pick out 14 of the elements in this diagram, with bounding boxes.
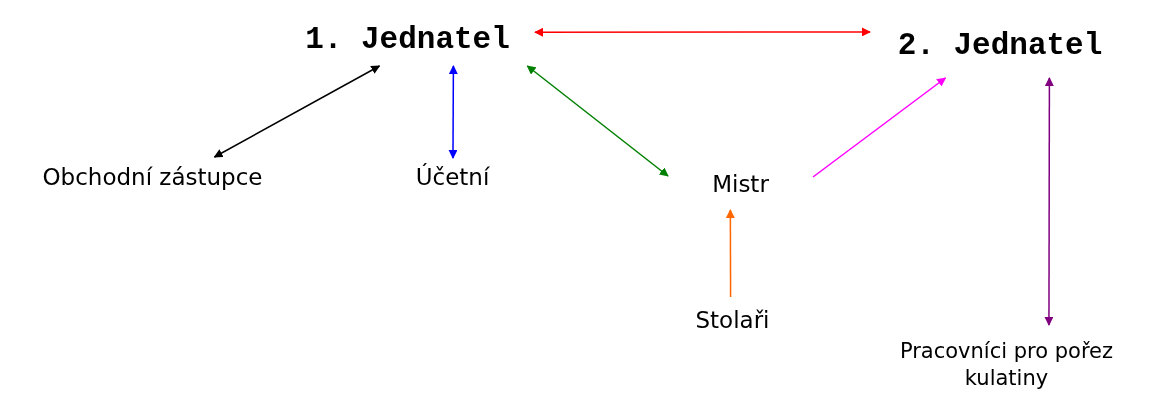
role-label: Účetní bbox=[415, 163, 490, 193]
role-label: Mistr bbox=[712, 170, 769, 200]
role-label: Obchodní zástupce bbox=[42, 163, 263, 193]
role-heading: 1. Jednatel bbox=[305, 20, 510, 59]
arrow bbox=[448, 65, 458, 159]
arrow bbox=[1044, 77, 1054, 326]
arrow bbox=[534, 27, 871, 37]
role-label: Stolaři bbox=[695, 306, 770, 336]
arrow bbox=[812, 77, 947, 178]
arrow bbox=[526, 65, 669, 177]
arrow bbox=[725, 209, 735, 298]
role-heading: 2. Jednatel bbox=[897, 26, 1103, 65]
arrow bbox=[213, 65, 381, 158]
role-label: Pracovníci pro pořez kulatiny bbox=[898, 337, 1115, 392]
